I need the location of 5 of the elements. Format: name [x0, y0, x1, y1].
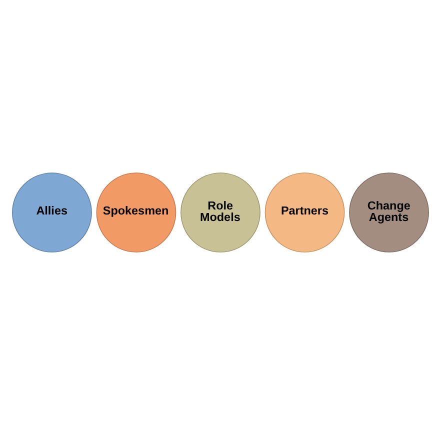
node-circle: Spokesmen [96, 172, 176, 252]
node-circle: Allies [12, 172, 92, 252]
node-circle: Partners [264, 172, 345, 252]
node-circle: Role Models [180, 172, 260, 252]
node-circle: Change Agents [349, 172, 429, 252]
